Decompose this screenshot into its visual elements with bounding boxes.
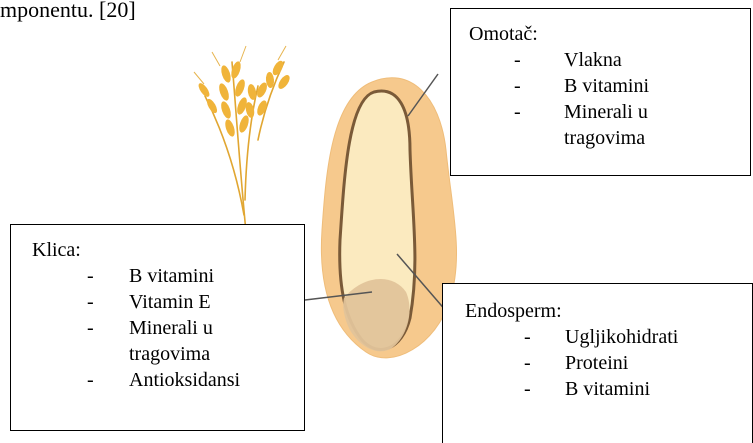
list-item-text: B vitamini — [565, 378, 650, 400]
list-item-text: Ugljikohidrati — [565, 326, 678, 348]
omotac-list: -Vlakna -B vitamini -Minerali u tragovim… — [451, 47, 750, 151]
list-item-continuation: tragovima — [11, 341, 304, 367]
klica-box: Klica: -B vitamini -Vitamin E -Minerali … — [10, 224, 305, 431]
list-item: -Proteini — [443, 350, 752, 376]
list-item-text: tragovima — [564, 127, 645, 149]
list-item-text: Antioksidansi — [129, 369, 240, 391]
list-item-text: tragovima — [129, 343, 210, 365]
wheat-stalk-icon — [194, 46, 292, 232]
list-item-text: Vlakna — [564, 49, 622, 71]
list-item: -Ugljikohidrati — [443, 324, 752, 350]
list-item-text: B vitamini — [129, 265, 214, 287]
omotac-title: Omotač: — [451, 21, 750, 47]
omotac-box: Omotač: -Vlakna -B vitamini -Minerali u … — [450, 8, 751, 176]
list-item: -Minerali u — [11, 315, 304, 341]
endosperm-list: -Ugljikohidrati -Proteini -B vitamini — [443, 324, 752, 402]
list-item: -B vitamini — [451, 73, 750, 99]
list-item-text: Minerali u — [129, 317, 213, 339]
list-item-text: Proteini — [565, 352, 628, 374]
endosperm-title: Endosperm: — [443, 298, 752, 324]
list-item: -Vitamin E — [11, 289, 304, 315]
list-item-text: Minerali u — [564, 101, 648, 123]
klica-list: -B vitamini -Vitamin E -Minerali u trago… — [11, 263, 304, 393]
list-item: -B vitamini — [11, 263, 304, 289]
klica-title: Klica: — [11, 237, 304, 263]
list-item: -B vitamini — [443, 376, 752, 402]
list-item-text: B vitamini — [564, 75, 649, 97]
list-item: -Minerali u — [451, 99, 750, 125]
list-item-text: Vitamin E — [129, 291, 211, 313]
list-item: -Vlakna — [451, 47, 750, 73]
endosperm-box: Endosperm: -Ugljikohidrati -Proteini -B … — [442, 283, 753, 443]
grain-kernel-icon — [321, 78, 456, 358]
list-item-continuation: tragovima — [451, 125, 750, 151]
list-item: -Antioksidansi — [11, 367, 304, 393]
